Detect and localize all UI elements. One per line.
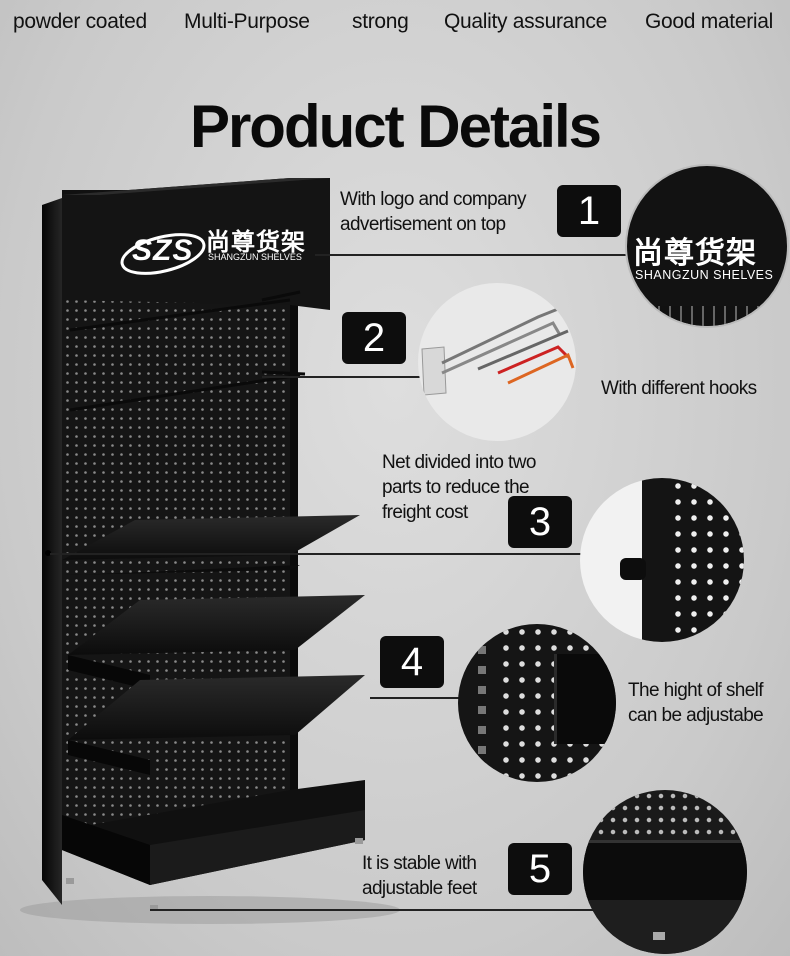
detail-3-number: 3	[508, 496, 572, 548]
detail-1-zoom-circle: 尚尊货架 SHANGZUN SHELVES	[627, 166, 787, 326]
leader-line-2	[262, 376, 420, 378]
detail-5-number: 5	[508, 843, 572, 895]
feature-quality-assurance: Quality assurance	[444, 10, 607, 33]
detail-3-zoom-circle	[580, 478, 744, 642]
szs-logo-icon	[120, 233, 206, 275]
zoom-pegholes	[670, 478, 744, 642]
zoom-base	[583, 840, 747, 903]
feature-good-material: Good material	[645, 10, 773, 33]
detail-4-number: 4	[380, 636, 444, 688]
brand-logo: SZS 尚尊货架 SHANGZUN SHELVES	[118, 222, 318, 292]
hooks-icon	[421, 307, 575, 396]
detail-2-number: 2	[342, 312, 406, 364]
zoom-brand-english: SHANGZUN SHELVES	[635, 268, 774, 282]
zoom-knob	[620, 558, 646, 580]
zoom-foot	[653, 932, 665, 940]
zoom-shelf-bracket	[554, 654, 616, 744]
brand-chinese-name: 尚尊货架	[206, 229, 306, 256]
detail-1-number: 1	[557, 185, 621, 237]
leader-line-4	[370, 697, 460, 699]
detail-2-text: With different hooks	[601, 378, 757, 399]
feature-multi-purpose: Multi-Purpose	[184, 10, 310, 33]
detail-3-text: Net divided into two parts to reduce the…	[382, 452, 536, 523]
detail-5-zoom-circle	[583, 790, 747, 954]
detail-1-text: With logo and company advertisement on t…	[340, 189, 527, 235]
logo-letters: SZS	[132, 234, 194, 267]
leader-line-5	[150, 909, 630, 911]
zoom-slots	[478, 634, 486, 774]
leader-line-3	[50, 553, 585, 555]
brand-english-name: SHANGZUN SHELVES	[208, 252, 302, 262]
detail-4-text: The hight of shelf can be adjustabe	[628, 680, 764, 726]
detail-5-text: It is stable with adjustable feet	[362, 853, 477, 899]
zoom-brand-chinese: 尚尊货架	[633, 237, 757, 270]
feature-powder-coated: powder coated	[13, 10, 147, 33]
page-title: Product Details	[189, 93, 602, 160]
zoom-pegboard-strip	[627, 306, 787, 326]
detail-4-zoom-circle	[458, 624, 616, 782]
zoom-base-front	[583, 900, 747, 954]
leader-line-1	[315, 254, 635, 256]
feature-strong: strong	[352, 10, 409, 33]
detail-2-zoom-circle	[418, 283, 576, 441]
